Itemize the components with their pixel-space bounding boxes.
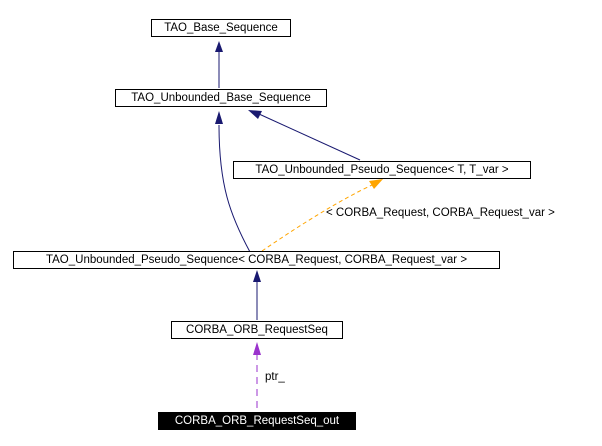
edge-inheritance-unbounded-base-to-base <box>215 41 223 88</box>
node-tao-unbounded-pseudo-sequence-template[interactable]: TAO_Unbounded_Pseudo_Sequence< T, T_var … <box>233 161 531 179</box>
edge-usage-ptr <box>253 342 261 408</box>
edge-inheritance-pseudo-instance-to-unbounded-base <box>215 111 251 253</box>
node-corba-orb-requestseq[interactable]: CORBA_ORB_RequestSeq <box>171 321 343 339</box>
edge-label-ptr: ptr_ <box>265 371 285 383</box>
node-tao-base-sequence[interactable]: TAO_Base_Sequence <box>151 19 291 37</box>
node-corba-orb-requestseq-out: CORBA_ORB_RequestSeq_out <box>158 412 356 430</box>
edge-template-instance <box>261 179 383 252</box>
edge-inheritance-pseudo-template-to-unbounded-base <box>248 110 361 161</box>
node-tao-unbounded-base-sequence[interactable]: TAO_Unbounded_Base_Sequence <box>115 89 327 107</box>
edge-label-template-args: < CORBA_Request, CORBA_Request_var > <box>326 207 555 219</box>
edge-inheritance-requestseq-to-pseudo-instance <box>253 270 261 320</box>
node-tao-unbounded-pseudo-sequence-instance[interactable]: TAO_Unbounded_Pseudo_Sequence< CORBA_Req… <box>13 251 500 269</box>
